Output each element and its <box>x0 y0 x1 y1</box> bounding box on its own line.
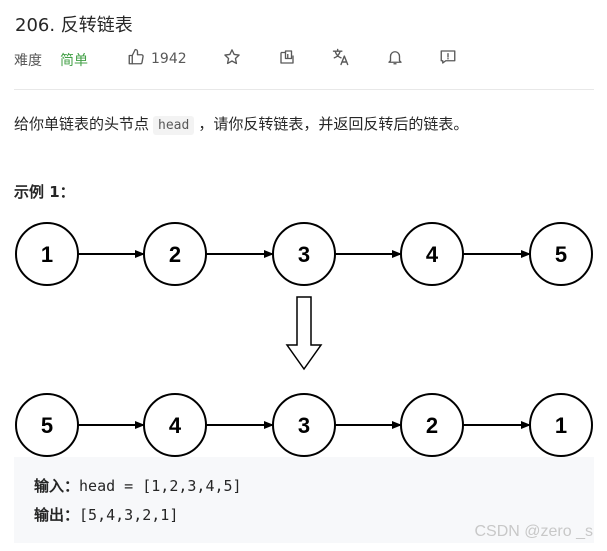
example-input: 输入：head = [1,2,3,4,5] <box>34 475 242 496</box>
input-node-5 <box>529 222 593 286</box>
input-linked-list: 1 2 3 4 5 <box>15 222 593 286</box>
input-label: 输入： <box>34 477 80 495</box>
star-icon <box>223 48 241 70</box>
inline-code-head: head <box>153 116 195 135</box>
translate-button[interactable] <box>330 48 352 70</box>
share-button[interactable] <box>276 48 298 70</box>
difficulty-badge: 简单 <box>60 53 88 69</box>
output-linked-list: 5 4 3 2 1 <box>15 393 593 457</box>
input-node-value-1: 1 <box>41 242 53 267</box>
feedback-icon <box>439 48 457 70</box>
output-value: [5,4,3,2,1] <box>79 506 179 524</box>
output-node-value-5: 1 <box>555 413 567 438</box>
input-node-value-3: 3 <box>298 242 310 267</box>
example-title: 示例 1： <box>14 183 75 201</box>
output-node-value-1: 5 <box>41 413 53 438</box>
thumbs-up-icon <box>127 48 145 70</box>
bell-icon <box>386 48 404 70</box>
favorite-button[interactable] <box>221 48 243 70</box>
feedback-button[interactable] <box>437 48 459 70</box>
difficulty-label: 难度 <box>14 53 42 69</box>
problem-meta-bar: 难度 简单 1942 <box>14 48 494 70</box>
output-label: 输出： <box>34 506 80 524</box>
description-text-before: 给你单链表的头节点 <box>14 115 150 133</box>
example-output: 输出：[5,4,3,2,1] <box>34 504 178 525</box>
reverse-down-arrow <box>285 296 323 371</box>
output-node-value-3: 3 <box>298 413 310 438</box>
input-node-value-4: 4 <box>426 242 439 267</box>
translate-icon <box>331 47 351 71</box>
output-node-5 <box>529 393 593 457</box>
watermark: CSDN @zero _s <box>474 523 594 540</box>
header-divider <box>14 89 594 90</box>
output-node-value-2: 4 <box>169 413 182 438</box>
input-value: head = [1,2,3,4,5] <box>79 477 242 495</box>
output-node-value-4: 2 <box>426 413 438 438</box>
input-node-value-5: 5 <box>555 242 567 267</box>
subscribe-button[interactable] <box>384 48 406 70</box>
example-io-block: 输入：head = [1,2,3,4,5] 输出：[5,4,3,2,1] <box>14 457 594 543</box>
like-button[interactable]: 1942 <box>127 48 187 70</box>
like-count: 1942 <box>151 51 187 67</box>
share-icon <box>278 48 296 70</box>
input-node-value-2: 2 <box>169 242 181 267</box>
description-text-after: ，请你反转链表，并返回反转后的链表。 <box>198 115 469 133</box>
problem-title: 206. 反转链表 <box>15 15 133 36</box>
